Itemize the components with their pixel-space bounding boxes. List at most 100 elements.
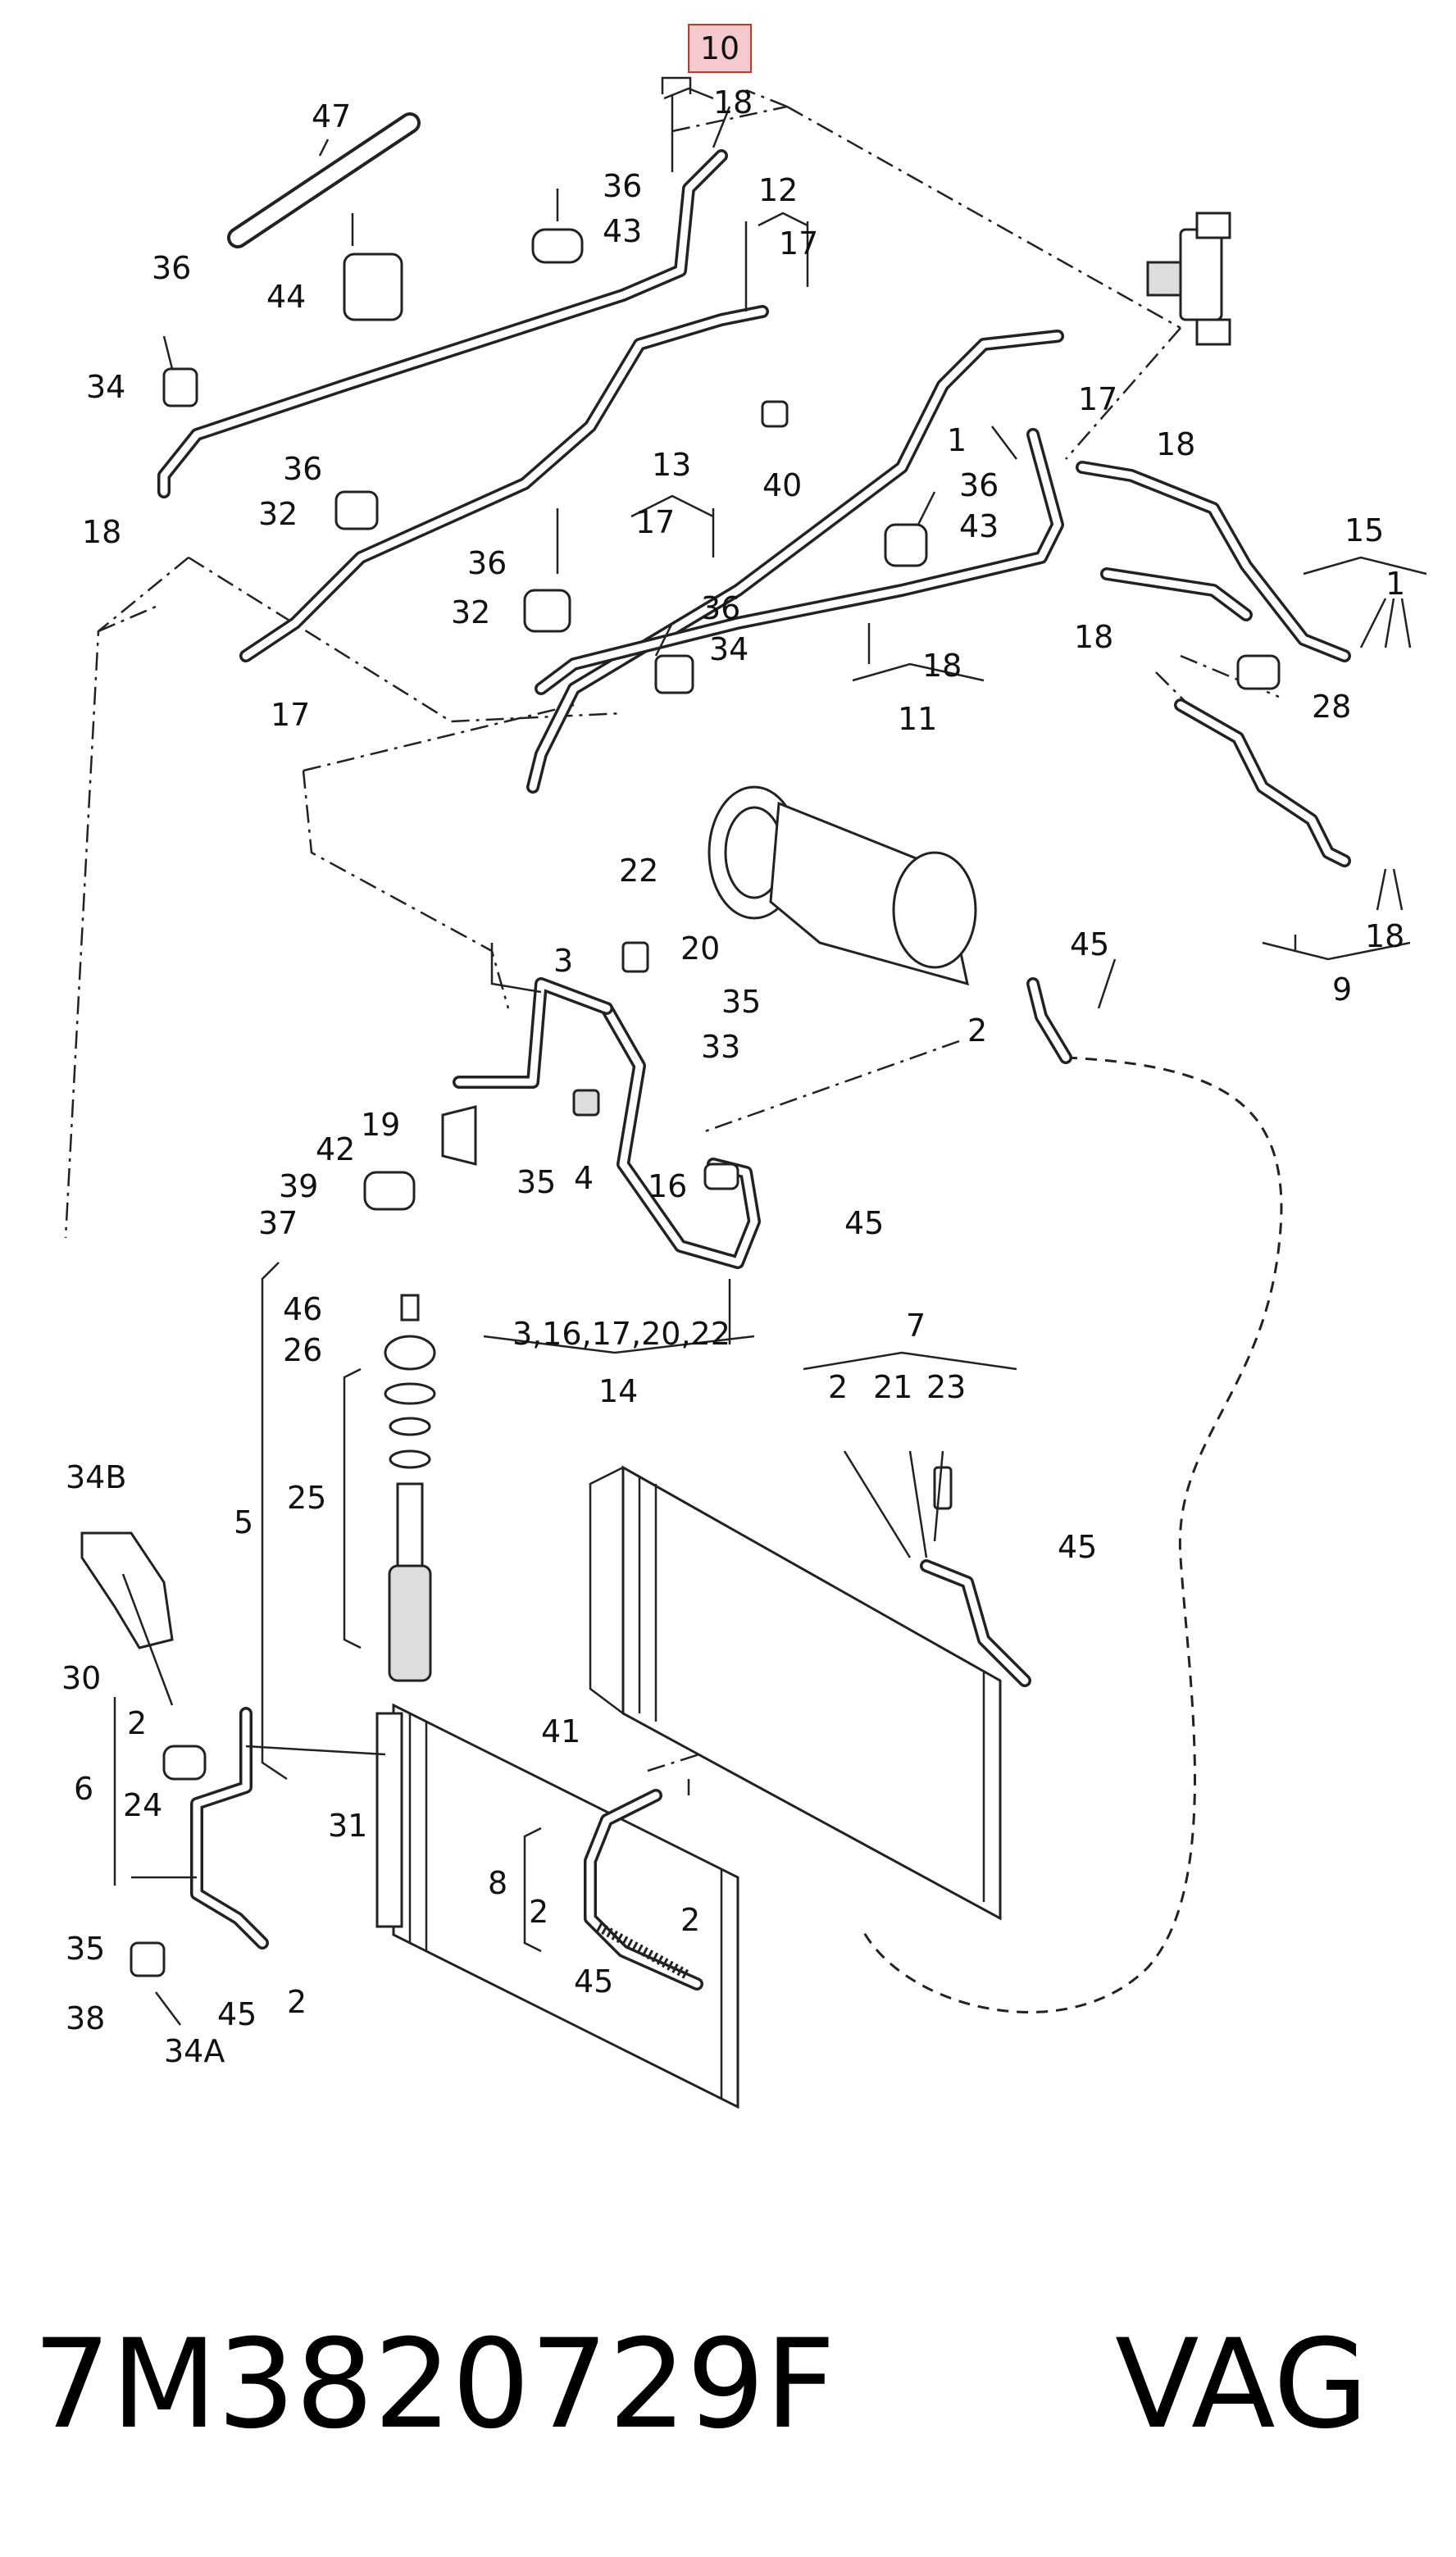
label-14: 14	[598, 1373, 638, 1409]
label-22: 22	[619, 853, 658, 889]
label-31: 31	[328, 1808, 367, 1844]
label-34: 34	[709, 631, 748, 667]
label-18: 18	[922, 648, 962, 684]
label-43: 43	[959, 508, 999, 544]
label-34A: 34A	[164, 2033, 225, 2069]
label-45: 45	[1070, 926, 1109, 962]
label-16: 16	[648, 1168, 687, 1204]
label-38: 38	[66, 2000, 105, 2036]
label-36: 36	[603, 168, 642, 204]
label-17: 17	[635, 504, 675, 540]
label-8: 8	[488, 1865, 507, 1901]
label-39: 39	[279, 1168, 318, 1204]
label-group-14: 3,16,17,20,22	[512, 1316, 730, 1352]
label-28: 28	[1312, 689, 1351, 725]
receiver-drier	[384, 1294, 436, 1682]
label-47: 47	[312, 98, 351, 134]
label-45: 45	[217, 1996, 257, 2032]
label-4: 4	[574, 1160, 594, 1196]
label-36: 36	[152, 250, 191, 286]
label-19: 19	[361, 1107, 400, 1143]
label-36: 36	[283, 451, 322, 487]
hose-dashed-line	[859, 1056, 1283, 2013]
label-18: 18	[1074, 619, 1113, 655]
label-23: 23	[926, 1369, 966, 1405]
label-9: 9	[1332, 971, 1352, 1008]
label-45: 45	[844, 1205, 884, 1241]
label-2: 2	[287, 1984, 307, 2020]
label-40: 40	[762, 467, 802, 503]
label-17: 17	[1078, 381, 1117, 417]
label-43: 43	[603, 213, 642, 249]
label-25: 25	[287, 1480, 326, 1516]
label-13: 13	[652, 447, 691, 483]
label-36: 36	[467, 545, 507, 581]
label-3: 3	[553, 943, 573, 979]
condenser	[375, 1703, 739, 2109]
brand: VAG	[1115, 2314, 1368, 2456]
clips-top	[162, 228, 1281, 694]
label-2: 2	[680, 1902, 700, 1938]
label-26: 26	[283, 1332, 322, 1368]
label-11: 11	[898, 701, 937, 737]
part-number: 7M3820729F	[33, 2314, 835, 2456]
label-2: 2	[529, 1894, 548, 1930]
label-18: 18	[1365, 918, 1404, 954]
label-5: 5	[234, 1504, 253, 1540]
label-21: 21	[873, 1369, 912, 1405]
label-2: 2	[967, 1012, 987, 1049]
label-35: 35	[66, 1931, 105, 1967]
label-1: 1	[947, 422, 967, 458]
label-41: 41	[541, 1713, 580, 1749]
label-18: 18	[1156, 426, 1195, 462]
label-35: 35	[721, 984, 761, 1020]
pipe-14	[453, 977, 1072, 1269]
label-30: 30	[61, 1660, 101, 1696]
label-34: 34	[86, 369, 125, 405]
label-44: 44	[266, 279, 306, 315]
label-37: 37	[258, 1205, 298, 1241]
label-7: 7	[906, 1308, 926, 1344]
pipe-9	[1174, 698, 1351, 867]
label-6: 6	[74, 1771, 93, 1807]
label-34B: 34B	[66, 1459, 126, 1495]
label-32: 32	[258, 496, 298, 532]
label-45: 45	[574, 1963, 613, 2000]
label-2: 2	[828, 1369, 848, 1405]
label-1: 1	[1385, 566, 1405, 602]
label-17: 17	[271, 697, 310, 733]
leader-lines	[121, 106, 1412, 2026]
label-18: 18	[713, 84, 753, 121]
pipe-11	[535, 428, 1064, 695]
label-45: 45	[1058, 1529, 1097, 1565]
label-18: 18	[82, 514, 121, 550]
label-36: 36	[959, 467, 999, 503]
label-17: 17	[779, 225, 818, 262]
pipe-15	[1076, 461, 1351, 662]
label-20: 20	[680, 930, 720, 967]
pipe-47	[227, 112, 421, 248]
part-labels: 10 18 47 36 43 12 17 36 34 44 17 1 18 40…	[61, 30, 1405, 2069]
compressor	[708, 785, 977, 986]
label-46: 46	[283, 1291, 322, 1327]
expansion-valve	[1146, 212, 1231, 346]
group-brackets	[113, 76, 1427, 1953]
pipe-10	[157, 149, 728, 498]
pipe-8	[584, 1789, 703, 1991]
label-33: 33	[701, 1029, 740, 1065]
label-32: 32	[451, 594, 490, 630]
label-2: 2	[127, 1705, 147, 1741]
label-10: 10	[700, 30, 739, 66]
bracket-19	[363, 941, 739, 1211]
highlight-part-10	[688, 24, 752, 73]
radiator	[589, 1465, 1031, 1921]
label-35: 35	[516, 1164, 556, 1200]
label-36: 36	[701, 590, 740, 626]
pipe-13	[526, 330, 1064, 794]
pipe-6	[80, 1531, 269, 1977]
label-15: 15	[1345, 512, 1384, 548]
label-12: 12	[758, 172, 798, 208]
pipe-12	[239, 305, 769, 662]
